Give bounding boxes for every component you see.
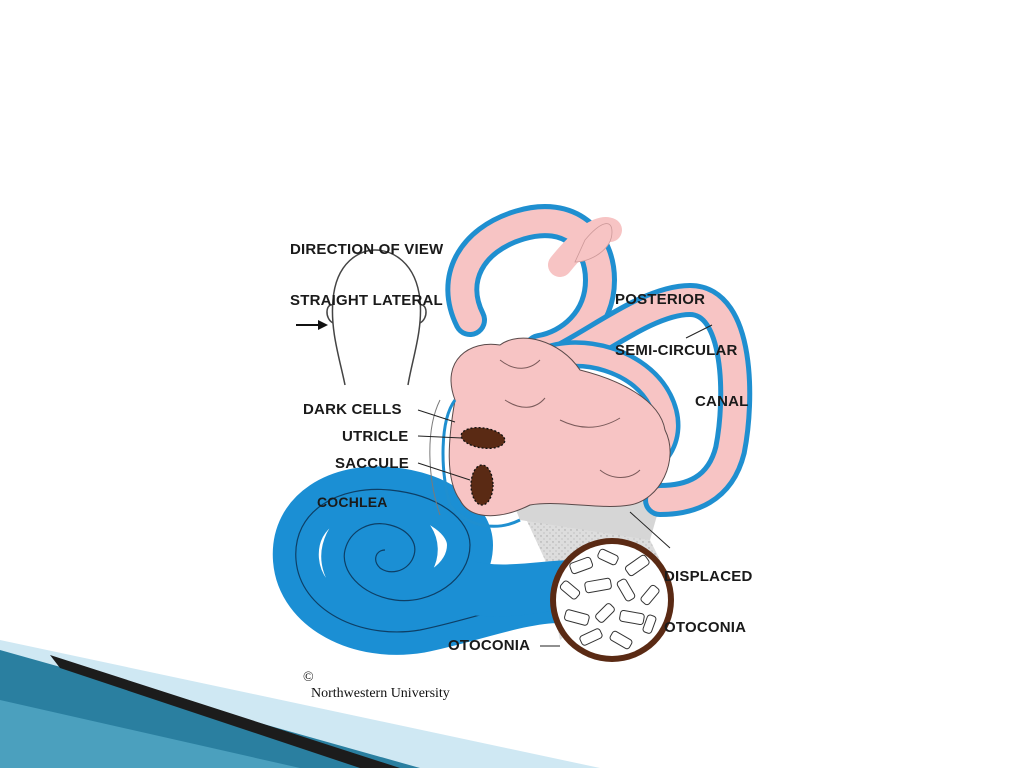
- otoconia-magnifier: [550, 538, 674, 662]
- dark-cells-label: DARK CELLS: [303, 401, 402, 418]
- saccule-macula: [470, 464, 494, 506]
- view-label-line2: STRAIGHT LATERAL: [290, 292, 443, 309]
- otoconia-label: OTOCONIA: [448, 637, 531, 654]
- displaced-label-line1: DISPLACED: [664, 568, 753, 585]
- utricle-label: UTRICLE: [342, 428, 409, 445]
- copyright-symbol: ©: [303, 670, 314, 685]
- credit-text: Northwestern University: [311, 686, 450, 701]
- canal-top-tip: [574, 223, 613, 263]
- leader-lines: [417, 324, 713, 647]
- copyright-credit: © Northwestern University: [289, 654, 450, 718]
- canal-label-line2: SEMI-CIRCULAR: [615, 342, 738, 359]
- band-dark: [50, 655, 400, 768]
- displaced-label-line2: OTOCONIA: [664, 619, 747, 636]
- view-arrow: [296, 320, 328, 330]
- vestibule: [429, 337, 671, 528]
- band-teal-mid: [0, 700, 300, 768]
- view-label-line1: DIRECTION OF VIEW: [290, 241, 444, 258]
- saccule-label: SACCULE: [335, 455, 409, 472]
- cochlea-label: COCHLEA: [317, 494, 388, 510]
- head-outline: [326, 249, 427, 386]
- utricle-macula: [460, 426, 506, 450]
- displaced-otoconia-label: DISPLACED OTOCONIA: [664, 534, 752, 670]
- view-label: DIRECTION OF VIEW STRAIGHT LATERAL: [290, 207, 443, 343]
- canal-label-line1: POSTERIOR: [615, 291, 706, 308]
- canal-label: POSTERIOR SEMI-CIRCULAR CANAL: [615, 257, 749, 444]
- canal-label-line3: CANAL: [695, 393, 749, 410]
